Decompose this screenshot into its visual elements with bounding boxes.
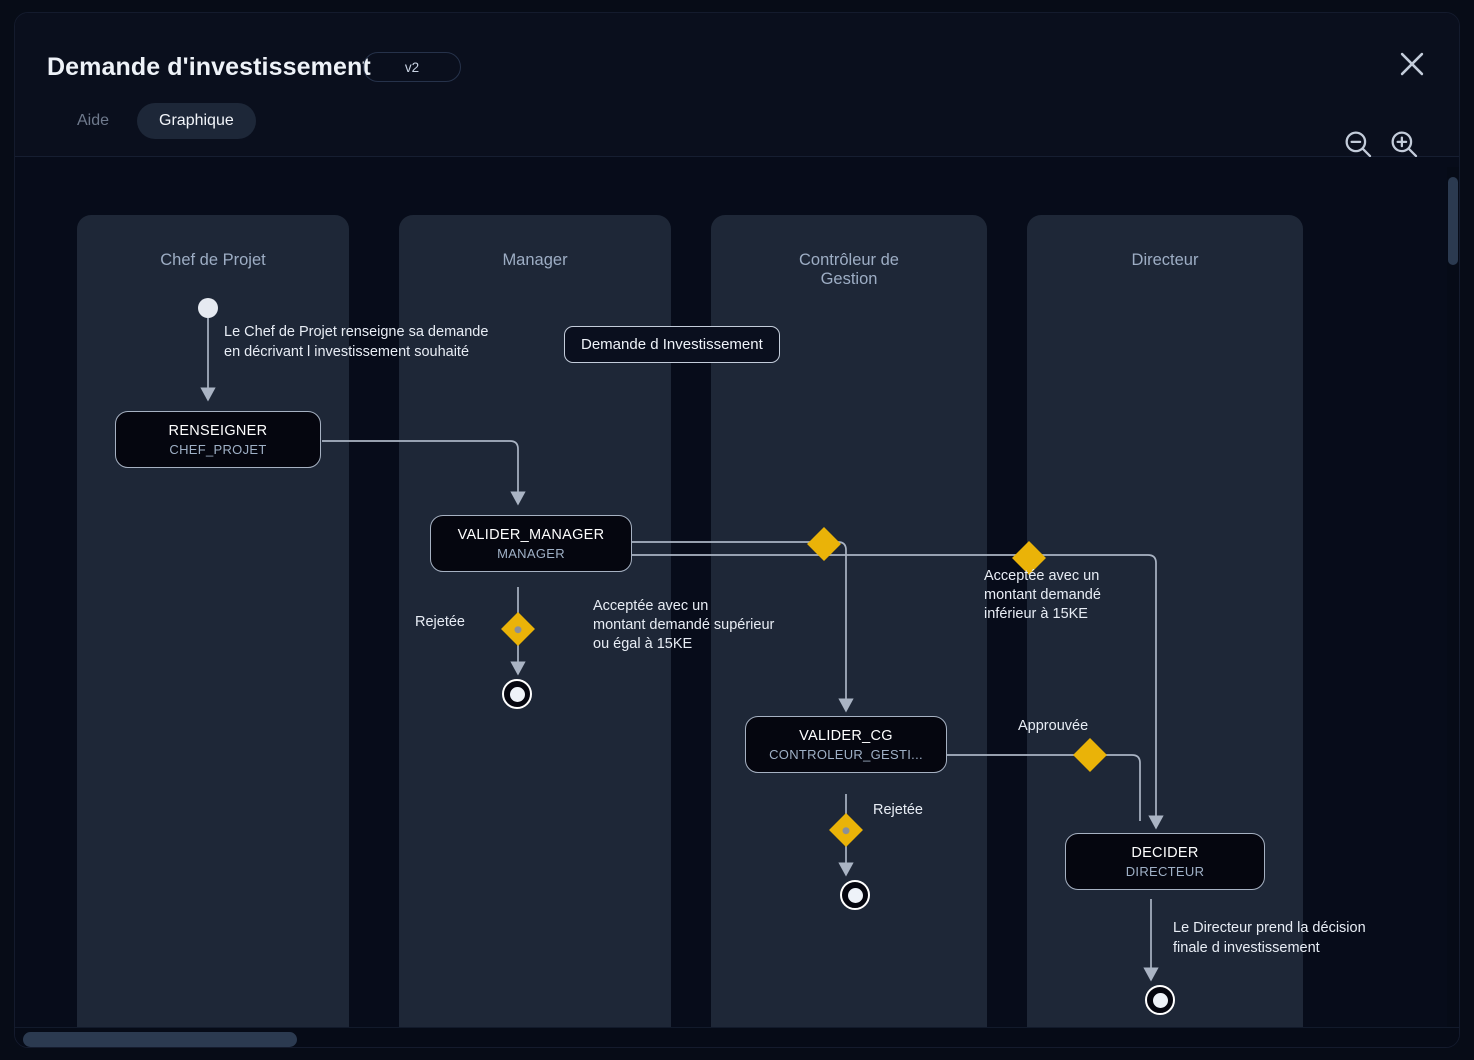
task-subtitle: CONTROLEUR_GESTI...: [769, 746, 923, 762]
vertical-scrollbar[interactable]: [1447, 167, 1459, 1033]
close-icon[interactable]: [1395, 47, 1429, 81]
task-subtitle: DIRECTEUR: [1125, 863, 1205, 879]
task-title: VALIDER_MANAGER: [457, 526, 605, 543]
lane-directeur: Directeur: [1027, 215, 1303, 1035]
end-node-manager[interactable]: [502, 679, 532, 709]
modal-header: Demande d'investissement v2 Aide Graphiq…: [15, 13, 1459, 158]
lane-title: Contrôleur de Gestion: [799, 251, 899, 288]
task-valider-cg[interactable]: VALIDER_CG CONTROLEUR_GESTI...: [745, 716, 947, 773]
task-subtitle: MANAGER: [497, 545, 565, 561]
edge-label-acceptee-superieur: Acceptée avec un montant demandé supérie…: [593, 598, 775, 652]
note-start: Le Chef de Projet renseigne sa demande e…: [224, 324, 489, 360]
tab-aide[interactable]: Aide: [77, 112, 110, 129]
start-node[interactable]: [198, 298, 218, 318]
horizontal-scrollbar[interactable]: [15, 1027, 1459, 1047]
edge-label-approuvee: Approuvée: [1018, 718, 1089, 734]
zoom-out-icon[interactable]: [1341, 127, 1375, 161]
zoom-in-icon[interactable]: [1387, 127, 1421, 161]
lane-title: Manager: [502, 251, 568, 269]
version-badge: v2: [363, 52, 461, 82]
edge-label-rejetee-manager: Rejetée: [415, 614, 465, 630]
lane-title: Directeur: [1131, 251, 1199, 269]
diagram-stage: Chef de Projet Manager Contrôleur de Ges…: [15, 157, 1459, 1037]
end-node-cg[interactable]: [840, 880, 870, 910]
task-valider-manager[interactable]: VALIDER_MANAGER MANAGER: [430, 515, 632, 572]
tab-bar: Aide Graphique: [55, 103, 256, 139]
end-node-directeur[interactable]: [1145, 985, 1175, 1015]
edge-label-acceptee-inferieur: Acceptée avec un montant demandé inférie…: [984, 568, 1101, 622]
lane-title: Chef de Projet: [160, 251, 266, 269]
message-chip: Demande d Investissement: [564, 326, 780, 363]
note-decider: Le Directeur prend la décision finale d …: [1173, 920, 1366, 956]
vertical-scrollbar-thumb[interactable]: [1448, 177, 1458, 265]
task-renseigner[interactable]: RENSEIGNER CHEF_PROJET: [115, 411, 321, 468]
page-title: Demande d'investissement: [47, 53, 371, 81]
edge-label-rejetee-cg: Rejetée: [873, 802, 923, 818]
task-subtitle: CHEF_PROJET: [169, 441, 267, 457]
horizontal-scrollbar-thumb[interactable]: [23, 1032, 297, 1047]
diagram-canvas[interactable]: Chef de Projet Manager Contrôleur de Ges…: [15, 157, 1459, 1047]
lane-chef-de-projet: Chef de Projet: [77, 215, 349, 1035]
task-title: DECIDER: [1131, 844, 1199, 861]
workflow-modal: Demande d'investissement v2 Aide Graphiq…: [14, 12, 1460, 1048]
task-decider[interactable]: DECIDER DIRECTEUR: [1065, 833, 1265, 890]
tab-graphique[interactable]: Graphique: [137, 103, 256, 139]
task-title: RENSEIGNER: [168, 422, 268, 439]
task-title: VALIDER_CG: [799, 727, 893, 744]
